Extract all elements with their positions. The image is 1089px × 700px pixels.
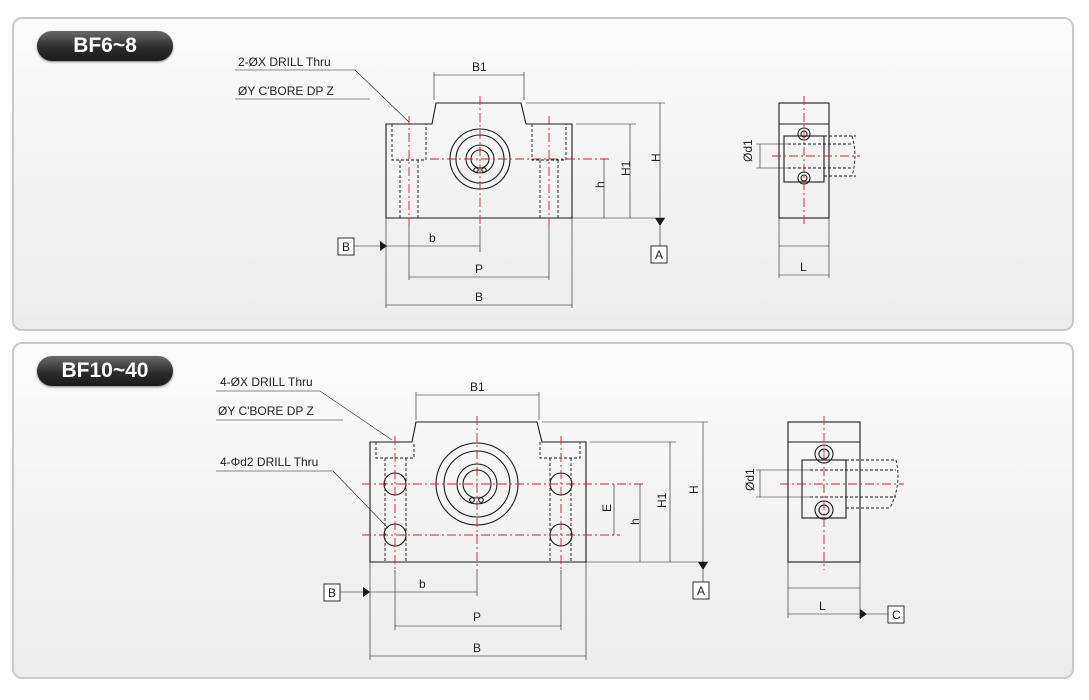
datum-a: A (655, 248, 663, 262)
datum-c: C (892, 608, 901, 622)
dim-h: h (593, 181, 607, 188)
dim-h: h (628, 518, 642, 525)
model-badge: BF6~8 (37, 31, 173, 61)
callout-d2-drill: 4-Φd2 DRILL Thru (220, 455, 318, 469)
callout-drill-thru: 2-ØX DRILL Thru (238, 55, 331, 69)
callout-drill-thru: 4-ØX DRILL Thru (220, 375, 313, 389)
dim-b: b (419, 577, 426, 591)
dim-b: b (429, 231, 436, 245)
dim-p: P (475, 262, 483, 276)
dim-l: L (819, 599, 826, 613)
dim-h1: H1 (655, 492, 669, 508)
bf6-side-view: Ød1 L (741, 96, 860, 278)
bf10-side-view: Ød1 L C (743, 416, 905, 624)
dim-p: P (473, 610, 481, 624)
dim-b-width: B (475, 290, 483, 304)
dim-h-total: H (649, 153, 663, 162)
datum-b: B (328, 586, 336, 600)
dim-l: L (800, 260, 807, 274)
dim-b1: B1 (470, 380, 485, 394)
dim-d1: Ød1 (743, 468, 757, 491)
dim-h-total: H (687, 485, 701, 494)
panel-bf6-8: BF6~8 (12, 17, 1074, 331)
datum-a: A (697, 584, 705, 598)
callout-cbore: ØY C'BORE DP Z (238, 84, 334, 98)
model-badge: BF10~40 (37, 356, 173, 386)
dim-b-width: B (473, 641, 481, 655)
bf10-front-view: 4-ØX DRILL Thru ØY C'BORE DP Z 4-Φd2 DRI… (216, 375, 710, 660)
callout-cbore: ØY C'BORE DP Z (218, 404, 314, 418)
dim-e: E (600, 504, 614, 512)
datum-b: B (342, 240, 350, 254)
dim-d1: Ød1 (741, 139, 755, 162)
dim-b1: B1 (472, 60, 487, 74)
dim-h1: H1 (619, 160, 633, 176)
datum-triangle (655, 218, 665, 226)
bf6-front-view: 2-ØX DRILL Thru ØY C'BORE DP Z B1 h H1 H… (235, 55, 668, 308)
